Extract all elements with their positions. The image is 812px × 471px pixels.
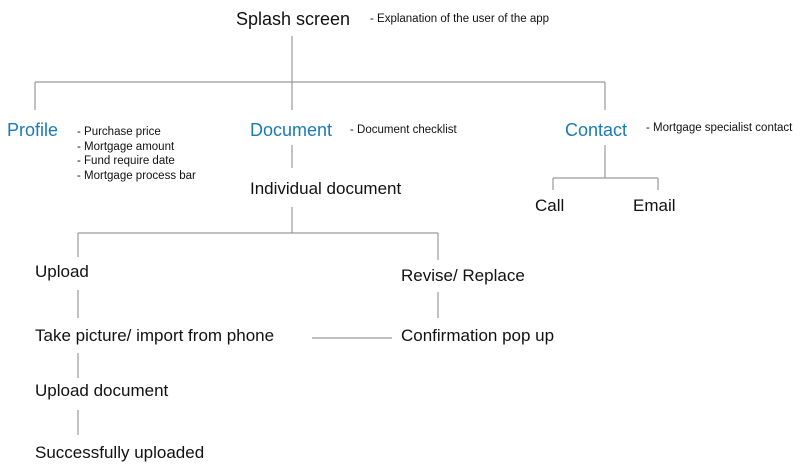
node-take-picture: Take picture/ import from phone bbox=[35, 326, 275, 345]
node-call: Call bbox=[535, 196, 565, 215]
profile-note-item: - Mortgage process bar bbox=[77, 169, 196, 182]
profile-note-item: - Fund require date bbox=[77, 155, 175, 167]
note-contact: - Mortgage specialist contact bbox=[646, 122, 793, 134]
profile-note-item: - Mortgage amount bbox=[77, 140, 175, 153]
node-upload: Upload bbox=[35, 262, 89, 281]
node-profile: Profile bbox=[7, 120, 59, 140]
node-confirmation-popup: Confirmation pop up bbox=[401, 326, 555, 345]
node-successfully-uploaded: Successfully uploaded bbox=[35, 443, 205, 462]
note-splash-screen: - Explanation of the user of the app bbox=[370, 13, 550, 25]
node-upload-document: Upload document bbox=[35, 381, 169, 400]
node-document: Document bbox=[250, 120, 333, 140]
node-email: Email bbox=[633, 196, 676, 215]
note-document: - Document checklist bbox=[350, 124, 457, 136]
node-splash-screen: Splash screen bbox=[236, 9, 351, 29]
profile-note-item: - Purchase price bbox=[77, 126, 161, 138]
node-individual-document: Individual document bbox=[250, 179, 402, 198]
node-revise-replace: Revise/ Replace bbox=[401, 266, 525, 285]
profile-notes: - Purchase price - Mortgage amount - Fun… bbox=[77, 125, 196, 183]
node-contact: Contact bbox=[565, 120, 628, 140]
